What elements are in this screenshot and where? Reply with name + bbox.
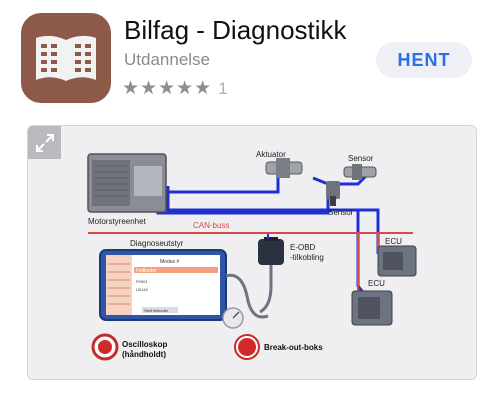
expand-icon bbox=[35, 133, 54, 152]
app-screenshot[interactable]: Aktuator Sensor Sensor Motorstyreenhet C… bbox=[27, 125, 477, 380]
oscilloscope-label-1: Oscilloskop bbox=[122, 340, 167, 349]
expand-button[interactable] bbox=[28, 126, 61, 159]
sensor-top-label: Sensor bbox=[348, 154, 374, 163]
oscilloscope-label-2: (håndholdt) bbox=[122, 350, 166, 359]
diagnostic-tool-icon bbox=[99, 249, 227, 321]
app-icon bbox=[21, 13, 111, 103]
dial-icon bbox=[222, 307, 244, 329]
diag-tool-label: Diagnoseutstyr bbox=[130, 239, 184, 248]
rating-count: 1 bbox=[218, 78, 228, 98]
motor-unit-icon bbox=[87, 153, 167, 213]
screen-heading: Modus # bbox=[160, 259, 179, 265]
eobd-label-2: -tilkobling bbox=[290, 253, 324, 262]
app-title: Bilfag - Diagnostikk bbox=[124, 15, 347, 45]
ecu-icon bbox=[351, 290, 393, 326]
screen-code-2: U0140 bbox=[136, 287, 149, 292]
app-category: Utdannelse bbox=[124, 50, 211, 69]
oscilloscope-icon bbox=[91, 333, 119, 361]
ecu-label-1: ECU bbox=[385, 237, 402, 246]
sensor-icon bbox=[343, 164, 377, 180]
breakout-label: Break-out-boks bbox=[264, 343, 323, 352]
screen-code-1: P0301 bbox=[136, 279, 148, 284]
sensor-icon bbox=[326, 181, 340, 206]
screen-button: Slett feilkoder bbox=[144, 308, 169, 313]
actuator-label: Aktuator bbox=[256, 150, 286, 159]
ecu-icon bbox=[377, 245, 417, 277]
can-bus-label: CAN-buss bbox=[193, 221, 229, 230]
sensor-mid-label: Sensor bbox=[328, 208, 354, 217]
motor-unit-label: Motorstyreenhet bbox=[88, 217, 147, 226]
screen-fault-label: Feilkoder bbox=[136, 268, 157, 274]
ecu-label-2: ECU bbox=[368, 279, 385, 288]
actuator-icon bbox=[265, 158, 303, 178]
obd-connector-icon bbox=[258, 237, 284, 314]
star-rating-icon: ★★★★★ bbox=[122, 78, 213, 99]
diagram: Aktuator Sensor Sensor Motorstyreenhet C… bbox=[87, 150, 417, 361]
eobd-label-1: E-OBD bbox=[290, 243, 316, 252]
rating: ★★★★★ 1 bbox=[122, 77, 228, 100]
breakout-box-icon bbox=[234, 334, 260, 360]
get-button[interactable]: HENT bbox=[376, 42, 472, 78]
book-icon bbox=[36, 35, 96, 81]
